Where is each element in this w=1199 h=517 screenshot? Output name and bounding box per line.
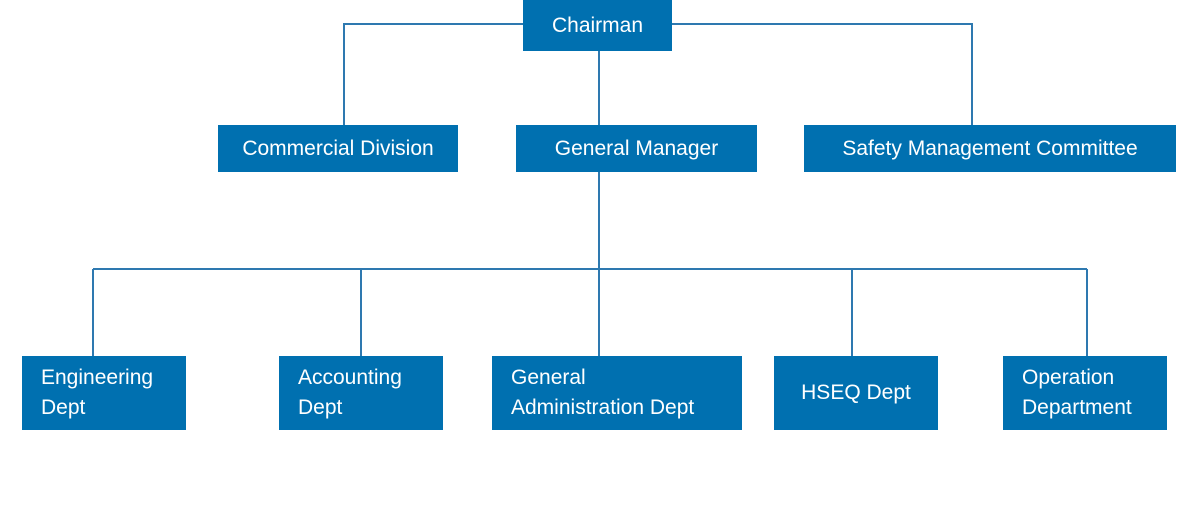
- accounting-dept-box: Accounting Dept: [279, 356, 443, 430]
- safety-management-committee-box: Safety Management Committee: [804, 125, 1176, 172]
- general-administration-dept-label: General Administration Dept: [511, 366, 695, 419]
- general-manager-box: General Manager: [516, 125, 757, 172]
- connector-chairman-commercial: [343, 23, 523, 125]
- connector-chairman-safety: [672, 23, 973, 125]
- commercial-division-box: Commercial Division: [218, 125, 458, 172]
- hseq-dept-label: HSEQ Dept: [801, 381, 911, 404]
- commercial-division-label: Commercial Division: [242, 136, 434, 160]
- accounting-dept-label: Accounting Dept: [298, 366, 402, 419]
- hseq-dept-box: HSEQ Dept: [774, 356, 938, 430]
- engineering-dept-label: Engineering Dept: [41, 366, 154, 419]
- engineering-dept-box: Engineering Dept: [22, 356, 186, 430]
- chairman-box: Chairman: [523, 0, 672, 51]
- chairman-label: Chairman: [551, 13, 644, 37]
- general-manager-label: General Manager: [554, 136, 719, 160]
- operation-department-label: Operation Department: [1022, 366, 1132, 419]
- safety-management-committee-label: Safety Management Committee: [842, 136, 1138, 160]
- general-administration-dept-box: General Administration Dept: [492, 356, 742, 430]
- operation-department-box: Operation Department: [1003, 356, 1167, 430]
